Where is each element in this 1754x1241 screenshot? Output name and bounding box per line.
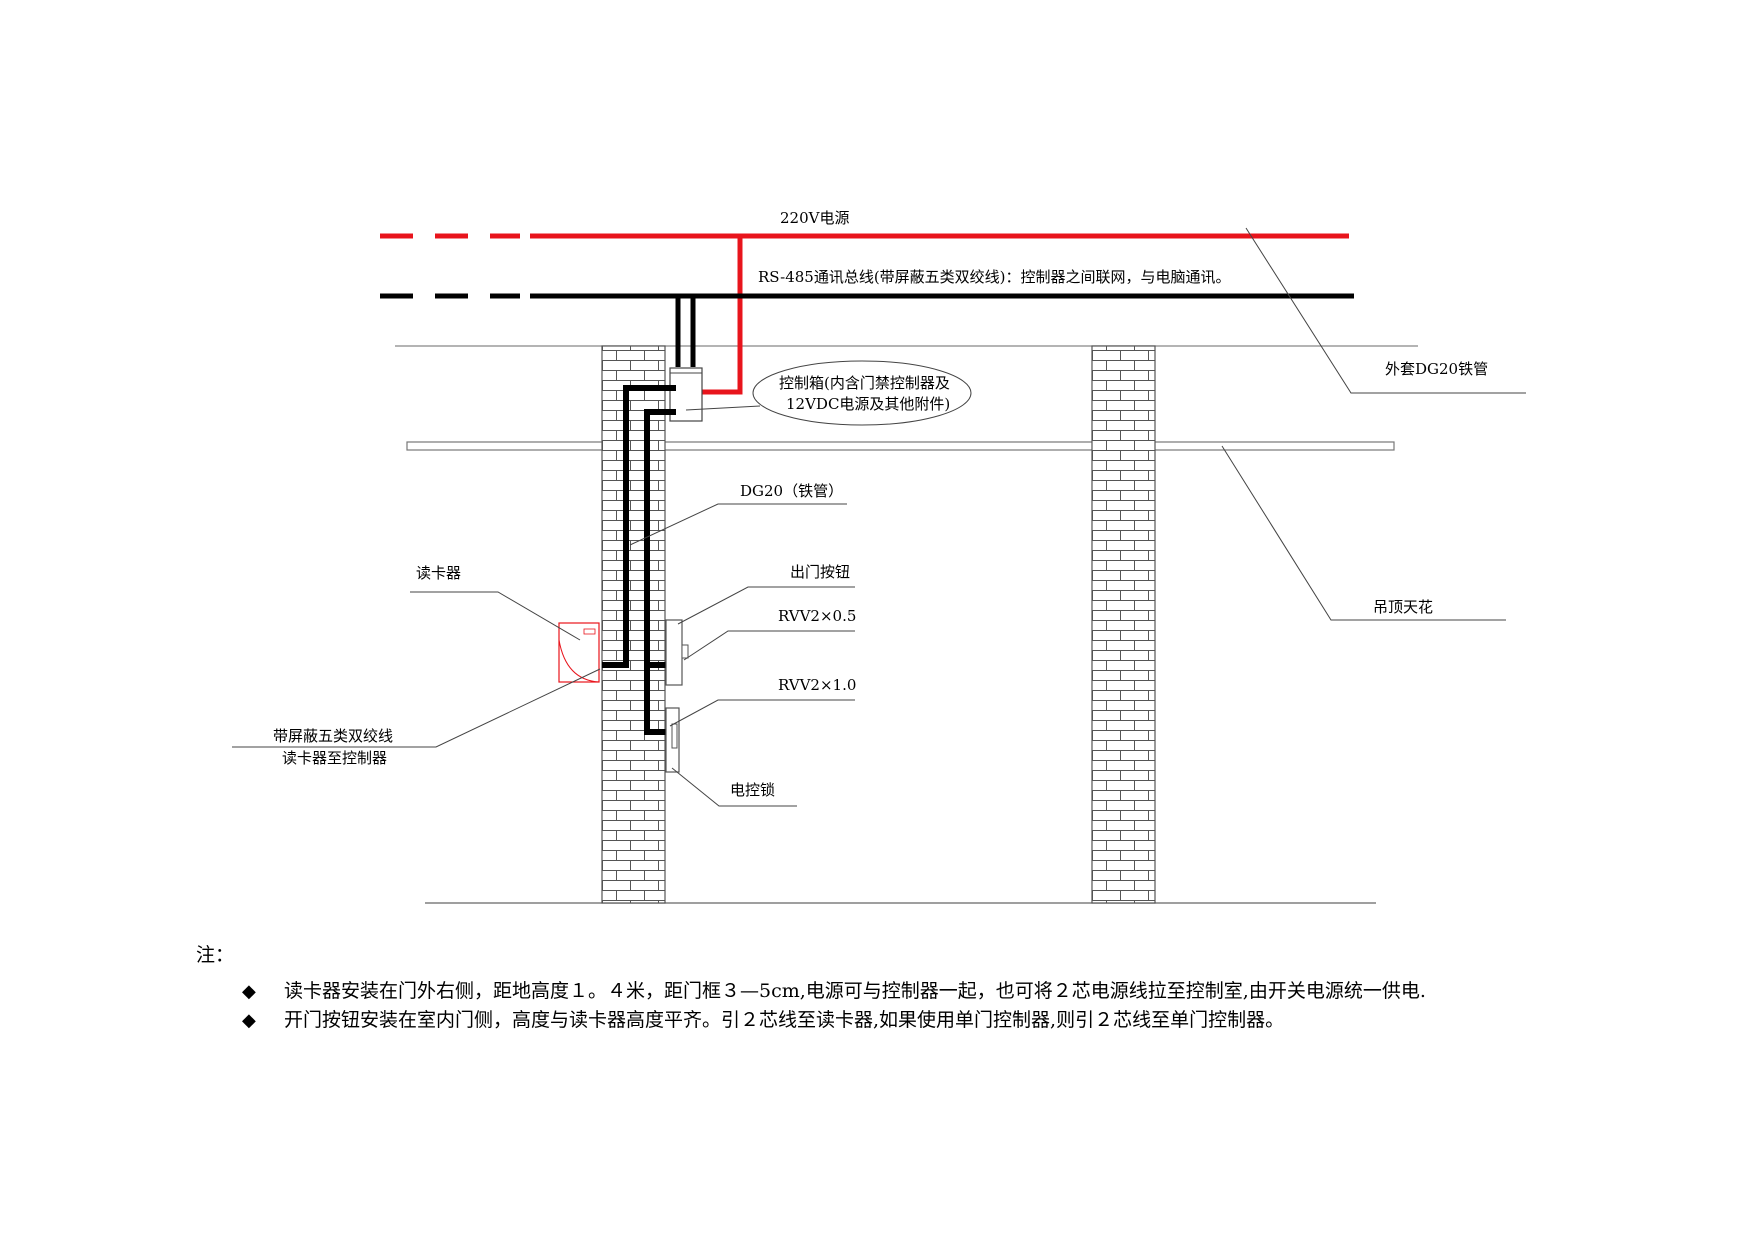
diamond-bullet-icon: ◆ — [242, 981, 256, 1002]
note-item: ◆ 读卡器安装在门外右侧，距地高度１。４米，距门框３—5cm,电源可与控制器一起… — [196, 977, 1716, 1006]
card-reader — [558, 622, 600, 683]
right-brick-wall — [1091, 345, 1156, 904]
leader-reader — [410, 591, 581, 641]
ceiling-panel — [406, 441, 1395, 451]
note-text: 读卡器安装在门外右侧，距地高度１。４米，距门框３—5cm,电源可与控制器一起，也… — [284, 980, 1426, 1002]
label-rvv05: RVV2×0.5 — [778, 607, 856, 625]
notes-section: 注： ◆ 读卡器安装在门外右侧，距地高度１。４米，距门框３—5cm,电源可与控制… — [196, 940, 1716, 1035]
leader-rvv05 — [683, 630, 855, 661]
rs485-drop-1 — [530, 293, 681, 367]
leader-twisted — [232, 668, 601, 748]
reader-cable — [602, 385, 676, 668]
diamond-bullet-icon: ◆ — [242, 1010, 256, 1031]
label-ceiling: 吊顶天花 — [1373, 598, 1433, 616]
label-power: 220V电源 — [780, 209, 849, 227]
label-twisted-2: 读卡器至控制器 — [282, 749, 387, 767]
leader-lock — [671, 767, 797, 807]
notes-title: 注： — [196, 944, 235, 966]
leader-exit-button — [677, 586, 855, 625]
note-text: 开门按钮安装在室内门侧，高度与读卡器高度平齐。引２芯线至读卡器,如果使用单门控制… — [284, 1009, 1285, 1031]
device-cable — [644, 409, 676, 735]
label-control-box-1: 控制箱(内含门禁控制器及 — [779, 374, 950, 392]
label-exit-button: 出门按钮 — [790, 563, 850, 581]
exit-button-knob — [681, 644, 689, 659]
label-conduit-outer: 外套DG20铁管 — [1385, 360, 1488, 378]
leader-conduit — [629, 503, 847, 546]
left-brick-wall — [601, 345, 666, 904]
control-box-callout — [752, 360, 972, 426]
leader-rvv10 — [669, 699, 855, 727]
label-conduit: DG20（铁管） — [740, 482, 843, 500]
note-item: ◆ 开门按钮安装在室内门侧，高度与读卡器高度平齐。引２芯线至读卡器,如果使用单门… — [196, 1006, 1716, 1035]
label-twisted-1: 带屏蔽五类双绞线 — [273, 727, 393, 745]
power-drop — [701, 236, 743, 395]
label-lock: 电控锁 — [730, 781, 775, 799]
electric-lock-strike — [671, 723, 678, 749]
label-rvv10: RVV2×1.0 — [778, 676, 856, 694]
leader-ceiling — [1221, 445, 1506, 621]
leader-lines — [232, 227, 1526, 807]
label-reader: 读卡器 — [416, 564, 461, 582]
label-control-box-2: 12VDC电源及其他附件) — [786, 395, 950, 413]
leader-control-box — [685, 405, 761, 411]
rs485-drop-2 — [690, 293, 1354, 367]
label-rs485: RS-485通讯总线(带屏蔽五类双绞线)：控制器之间联网，与电脑通讯。 — [758, 268, 1231, 286]
exit-button — [665, 619, 683, 686]
leader-conduit-outer — [1245, 227, 1526, 394]
